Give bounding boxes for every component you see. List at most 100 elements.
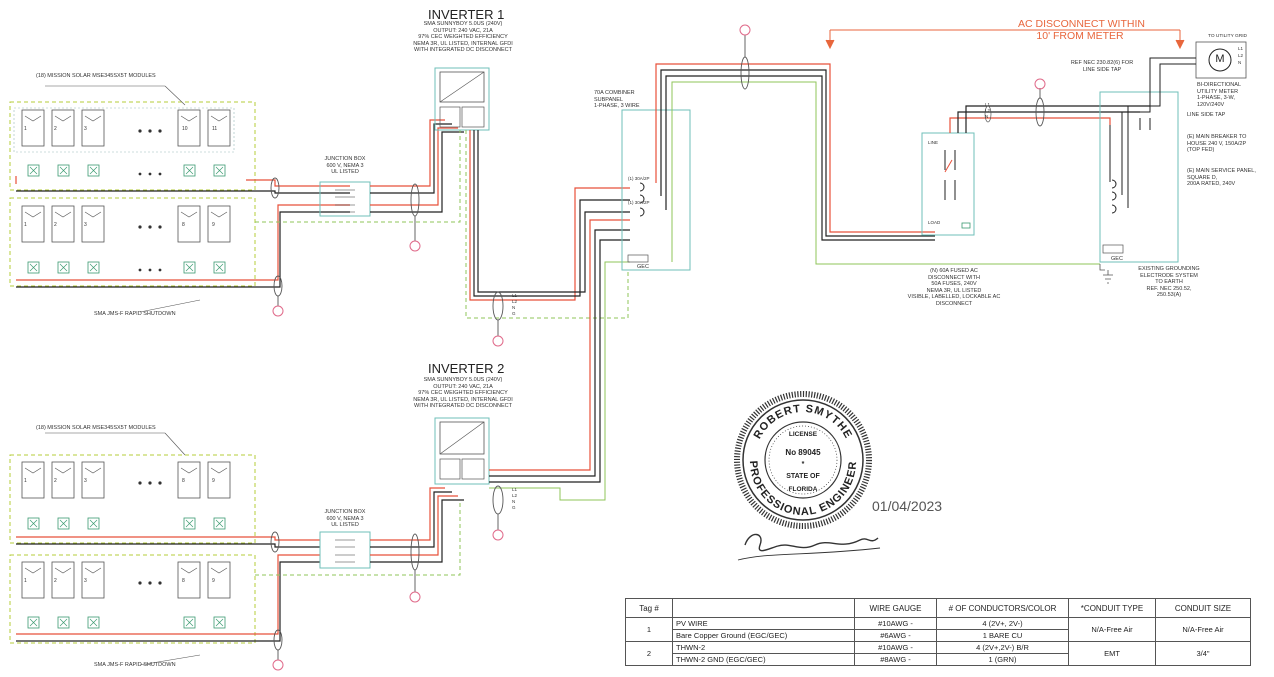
row-2-tag: 2	[625, 641, 673, 666]
a2-r1-tag-4: 8	[182, 478, 185, 484]
a1-r2-tag-2: 2	[54, 222, 57, 228]
inverter-1-box	[434, 67, 490, 131]
module-row-1b	[21, 172, 231, 274]
row-1-tag: 1	[625, 617, 673, 642]
wire-schedule-table: Tag # WIRE GAUGE # OF CONDUCTORS/COLOR *…	[625, 598, 1251, 666]
header-description	[672, 598, 855, 618]
row-2-gauge-1: #10AWG -	[854, 641, 937, 654]
main-panel-label: (E) MAIN SERVICE PANEL,SQUARE D,200A RAT…	[1187, 168, 1256, 188]
a2-r1-tag-1: 1	[24, 478, 27, 484]
combiner-gec-label: GEC	[637, 264, 649, 270]
pv-array-1	[9, 85, 350, 317]
seal-number: No 89045	[785, 448, 821, 457]
utility-grid-label: TO UTILITY GRID	[1208, 34, 1248, 39]
row-1-conduit-size: N/A-Free Air	[1155, 617, 1251, 642]
combiner-breaker-1: (1) 30A/2P	[628, 176, 650, 181]
a1-r2-tag-4: 8	[182, 222, 185, 228]
pv-array-2	[9, 432, 320, 671]
a2-r1-tag-3: 3	[84, 478, 87, 484]
a1-r1-tag-2: 2	[54, 126, 57, 132]
disconnect-line-terminal: LINE	[928, 140, 939, 145]
row-1-desc-1: PV WIRE	[672, 617, 855, 630]
header-wire-gauge: WIRE GAUGE	[854, 598, 937, 618]
table-row: 2 THWN-2 #10AWG - 4 (2V+,2V-) B/R EMT 3/…	[625, 641, 1251, 666]
table-row: 1 PV WIRE #10AWG - 4 (2V+, 2V-) N/A-Free…	[625, 617, 1251, 642]
a2-r2-tag-5: 9	[212, 578, 215, 584]
a1-r1-tag-4: 10	[182, 126, 188, 132]
table-row: THWN-2 GND (EGC/GEC) #8AWG - 1 (GRN)	[626, 653, 1251, 666]
a2-r1-tag-5: 9	[212, 478, 215, 484]
a1-r2-tag-5: 9	[212, 222, 215, 228]
row-1-conduit-type: N/A-Free Air	[1068, 617, 1156, 642]
a1-r2-tag-3: 3	[84, 222, 87, 228]
inverter-2-specs: SMA SUNNYBOY 5.0US (240V)OUTPUT: 240 VAC…	[413, 377, 513, 410]
a1-r1-tag-5: 11	[212, 126, 218, 132]
row-1-conductors-1: 4 (2V+, 2V-)	[936, 617, 1069, 630]
a2-r2-tag-3: 3	[84, 578, 87, 584]
inverter-2-title: INVERTER 2	[428, 361, 505, 376]
inverter-1-specs: SMA SUNNYBOY 5.0US (240V)OUTPUT: 240 VAC…	[413, 21, 513, 54]
array-2-rapid-shutdown: SMA JMS-F RAPID SHUTDOWN	[94, 662, 176, 668]
combiner-breaker-2: (1) 30A/2P	[628, 200, 650, 205]
utility-meter	[1195, 41, 1247, 79]
inverter-2-box	[434, 417, 490, 485]
row-2-conduit-size: 3/4"	[1155, 641, 1251, 666]
a2-r1-tag-2: 2	[54, 478, 57, 484]
row-1-gauge-1: #10AWG -	[854, 617, 937, 630]
seal-date: 01/04/2023	[872, 498, 943, 514]
a1-r1-tag-1: 1	[24, 126, 27, 132]
disconnect-load-terminal: LOAD	[928, 220, 941, 225]
engineer-seal: ROBERT SMYTHE PROFESSIONAL ENGINEER LICE…	[734, 391, 872, 529]
seal-license-word: LICENSE	[789, 431, 818, 438]
junction-box-2	[319, 531, 371, 569]
row-2-conduit-type: EMT	[1068, 641, 1156, 666]
line-side-tap-label: LINE SIDE TAP	[1187, 112, 1226, 118]
ac-fused-disconnect	[921, 132, 975, 236]
row-2-desc-2: THWN-2 GND (EGC/GEC)	[672, 653, 855, 666]
main-service-panel	[1099, 91, 1179, 263]
a1-r1-tag-3: 3	[84, 126, 87, 132]
module-row-1a	[13, 107, 235, 177]
header-conductors: # OF CONDUCTORS/COLOR	[936, 598, 1069, 618]
row-1-conductors-2: 1 BARE CU	[936, 629, 1069, 642]
panel-gec-label: GEC	[1111, 256, 1123, 262]
array-2-modules-label: (18) MISSION SOLAR MSE345SX5T MODULES	[36, 425, 156, 431]
a2-r2-tag-1: 1	[24, 578, 27, 584]
row-2-desc-1: THWN-2	[672, 641, 855, 654]
inverter-1-title: INVERTER 1	[428, 7, 505, 22]
junction-box-1	[319, 181, 371, 217]
row-2-gauge-2: #8AWG -	[854, 653, 937, 666]
a2-r2-tag-2: 2	[54, 578, 57, 584]
meter-letter: M	[1215, 53, 1225, 65]
header-tag: Tag #	[625, 598, 673, 618]
seal-state-of: STATE OF	[786, 473, 820, 480]
row-2-conductors-1: 4 (2V+,2V-) B/R	[936, 641, 1069, 654]
table-header-row: Tag # WIRE GAUGE # OF CONDUCTORS/COLOR *…	[625, 598, 1251, 618]
engineer-signature	[737, 533, 881, 561]
header-conduit-type: *CONDUIT TYPE	[1068, 598, 1156, 618]
array-1-rapid-shutdown: SMA JMS-F RAPID SHUTDOWN	[94, 311, 176, 317]
array-1-modules-label: (18) MISSION SOLAR MSE345SX5T MODULES	[36, 73, 156, 79]
seal-state: FLORIDA	[789, 486, 818, 493]
a2-r2-tag-4: 8	[182, 578, 185, 584]
row-1-gauge-2: #6AWG -	[854, 629, 937, 642]
row-2-conductors-2: 1 (GRN)	[936, 653, 1069, 666]
a1-r2-tag-1: 1	[24, 222, 27, 228]
seal-star: *	[802, 461, 805, 468]
row-1-desc-2: Bare Copper Ground (EGC/GEC)	[672, 629, 855, 642]
header-conduit-size: CONDUIT SIZE	[1155, 598, 1251, 618]
